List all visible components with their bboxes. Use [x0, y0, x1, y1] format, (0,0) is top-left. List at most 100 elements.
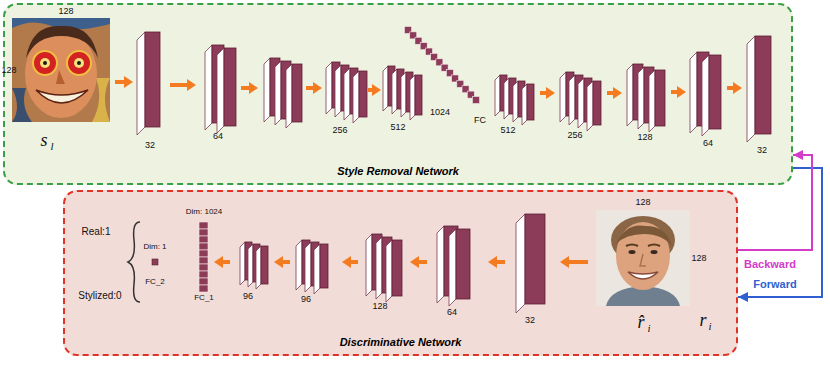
dimension-label: FC — [474, 116, 486, 125]
flow-arrow — [241, 82, 258, 94]
arrow-head — [342, 256, 351, 268]
sheet-face — [292, 64, 302, 122]
sheet-side — [513, 81, 518, 122]
sheet-side — [275, 61, 281, 125]
dimension-label: 32 — [145, 141, 155, 150]
eye-pupil — [43, 61, 47, 65]
fc-cell — [199, 278, 208, 285]
sheet-side — [638, 67, 644, 129]
flow-arrow — [727, 82, 742, 94]
dimension-label: 256 — [332, 126, 347, 135]
sheet-face — [525, 214, 545, 304]
feature-sheet — [649, 70, 665, 132]
smile-shape — [628, 272, 658, 279]
dimension-label: 32 — [757, 146, 767, 155]
sheet-side — [587, 81, 593, 131]
sheet-side — [690, 52, 697, 133]
dimension-label: 96 — [243, 292, 253, 301]
sheet-face — [655, 70, 665, 126]
fc-cell — [199, 250, 208, 257]
fc-cell — [473, 97, 480, 104]
dimension-label: 128 — [1, 66, 16, 75]
dimension-label: Dim: 1024 — [186, 208, 222, 216]
sheet-side — [522, 84, 527, 125]
sheet-side — [248, 244, 253, 287]
flow-arrow — [368, 84, 381, 96]
dimension-label: Real:1 — [82, 227, 111, 237]
sheet-side — [286, 64, 292, 128]
image-symbol: i — [647, 323, 650, 334]
sheet-side — [516, 214, 525, 313]
flow-arrow — [540, 87, 555, 99]
sheet-side — [217, 48, 224, 133]
flow-arrow — [306, 82, 322, 94]
sheet-face — [359, 71, 367, 117]
feature-sheet — [256, 246, 268, 289]
arrow-head — [313, 82, 322, 94]
flow-arrow — [170, 79, 196, 91]
sheet-face — [320, 244, 328, 288]
sheet-side — [495, 75, 500, 116]
image-ground — [12, 18, 110, 122]
sheet-side — [240, 242, 245, 285]
dimension-label: 128 — [637, 133, 652, 142]
dimension-label: FC_2 — [145, 278, 165, 286]
sheet-face — [224, 48, 236, 126]
dimension-label: 256 — [567, 131, 582, 140]
image-symbol: r̂ — [637, 313, 644, 331]
sheet-side — [702, 55, 709, 136]
connector-label: Forward — [751, 278, 798, 290]
flow-arrow — [115, 76, 133, 88]
sheet-side — [137, 32, 145, 135]
sheet-face — [755, 36, 771, 134]
sheet-face — [392, 240, 402, 296]
nose-shape — [56, 70, 65, 84]
sheet-side — [264, 58, 270, 122]
sheet-side — [560, 72, 566, 122]
dimension-label: 128 — [58, 7, 73, 16]
connector-label: Backward — [742, 258, 798, 270]
sheet-side — [296, 240, 302, 290]
eyebrow — [626, 245, 638, 247]
feature-sheet — [353, 71, 367, 123]
sheet-side — [314, 244, 320, 294]
dimension-label: 64 — [703, 139, 713, 148]
dimension-label: 64 — [213, 132, 223, 141]
sheet-face — [415, 75, 422, 115]
image-symbol: i — [708, 321, 711, 332]
arrow-head — [124, 76, 133, 88]
flow-arrow — [671, 86, 686, 98]
feature-sheet — [516, 214, 545, 313]
dimension-label: Dim: 1 — [143, 243, 166, 251]
eye-iris — [40, 58, 50, 68]
sheet-face — [709, 55, 721, 129]
fc-cell — [199, 271, 208, 278]
eye-iris — [74, 58, 84, 68]
dimension-label: 128 — [372, 302, 387, 311]
image-symbol: l — [50, 141, 53, 152]
flow-arrow — [342, 256, 358, 268]
flow-arrow — [488, 256, 505, 268]
dimension-label: 512 — [500, 126, 515, 135]
sheet-side — [305, 242, 311, 292]
network-panel: Style Removal Network — [3, 3, 793, 185]
sheet-side — [392, 69, 397, 114]
feature-sheet — [386, 240, 402, 302]
panel-grounds — [3, 3, 793, 356]
flow-arrow — [607, 87, 622, 99]
fc-cell — [199, 257, 208, 264]
feedback-connector — [738, 155, 812, 250]
flow-arrow — [274, 256, 290, 268]
panel-title: Discriminative Network — [65, 336, 736, 348]
sheet-side — [205, 45, 212, 130]
sheet-side — [401, 72, 406, 117]
arrow-head — [214, 256, 223, 268]
arrow-shaft — [566, 260, 588, 264]
fc-cell — [199, 222, 208, 229]
image-ground — [596, 210, 690, 306]
eye — [629, 250, 636, 254]
eye-ring — [67, 51, 91, 75]
real-face-image — [596, 210, 690, 306]
sheet-side — [376, 237, 382, 299]
